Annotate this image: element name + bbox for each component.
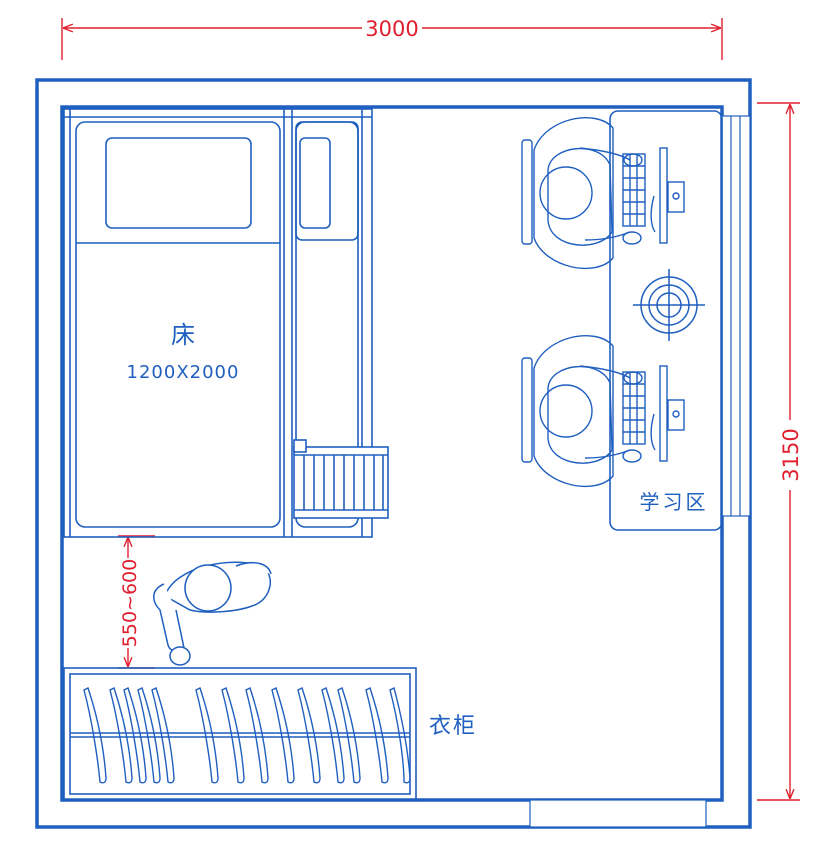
person-at-desk-icon (539, 147, 643, 246)
chair-icon (521, 334, 614, 488)
dimension-depth-label: 3150 (779, 428, 803, 481)
monitor-icon (650, 365, 685, 462)
wardrobe-label: 衣柜 (429, 714, 477, 739)
person-at-desk-icon (539, 365, 643, 464)
hanger-icon (195, 687, 219, 784)
workstation-top (521, 116, 685, 270)
person-topview-icon (153, 561, 272, 666)
dimension-width (61, 18, 723, 60)
hanger-icon (337, 687, 361, 784)
hangers (83, 686, 411, 784)
keyboard-icon (622, 153, 646, 227)
dimension-width-label: 3000 (365, 17, 418, 41)
hanger-icon (123, 687, 147, 784)
dimension-aisle-label: 550~600 (119, 559, 141, 647)
keyboard-icon (622, 371, 646, 445)
window (721, 115, 751, 517)
ladder-icon (293, 439, 389, 519)
lamp-icon (633, 269, 705, 341)
hanger-icon (365, 687, 389, 784)
hanger-icon (297, 687, 321, 784)
hanger-icon (245, 687, 269, 784)
hanger-icon (221, 687, 245, 784)
door-opening (529, 799, 707, 828)
hanger-icon (271, 687, 295, 784)
wardrobe (63, 667, 417, 801)
hanger-icon (151, 687, 175, 784)
hanger-icon (109, 687, 133, 784)
workstation-bottom (521, 334, 685, 488)
bed-size-label: 1200X2000 (127, 362, 240, 383)
study-zone-label: 学习区 (640, 490, 709, 514)
bed-label: 床 (171, 321, 195, 349)
hanger-icon (389, 686, 411, 784)
monitor-icon (650, 147, 685, 244)
hanger-icon (83, 687, 107, 784)
hanger-icon (321, 687, 345, 784)
dimension-depth (757, 102, 800, 801)
chair-icon (521, 116, 614, 270)
study-desk (609, 110, 723, 531)
hanger-icon (137, 687, 161, 784)
